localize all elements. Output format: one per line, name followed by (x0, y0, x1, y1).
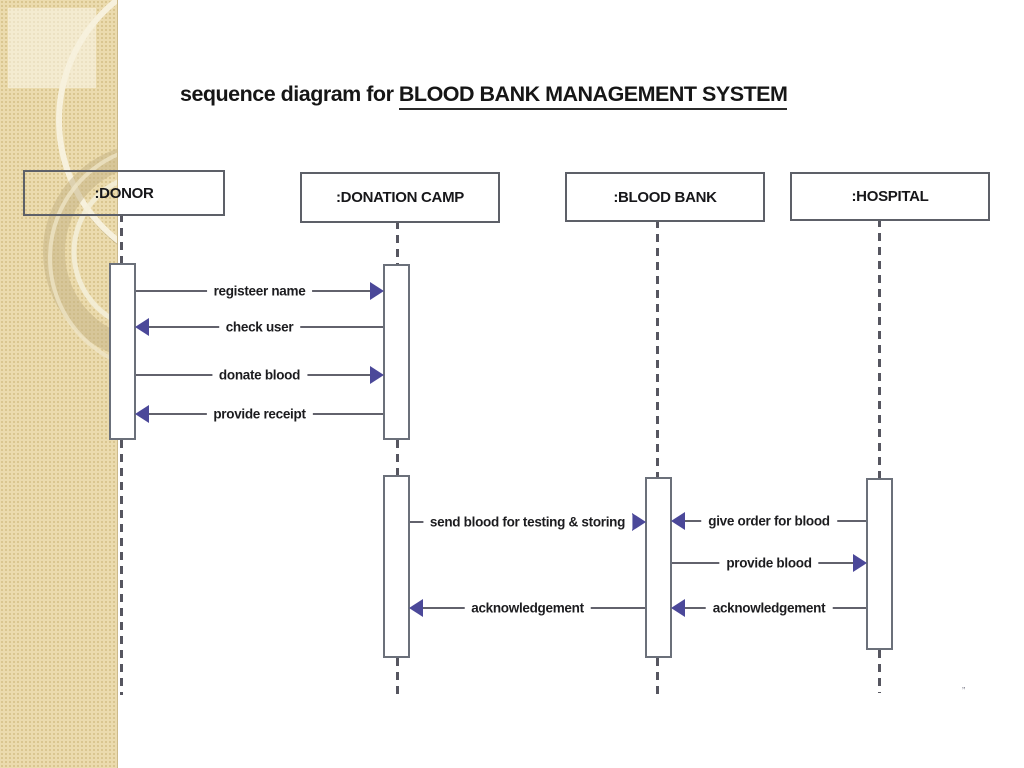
activation-donor (109, 263, 136, 440)
lifeline-hospital-lower (878, 650, 881, 693)
message-label: registeer name (206, 283, 313, 299)
arrowhead-left-icon (135, 405, 149, 423)
actor-box-blood-bank: :BLOOD BANK (565, 172, 765, 222)
arrowhead-right-icon (853, 554, 867, 572)
message-label: acknowledgement (705, 600, 833, 616)
activation-hospital (866, 478, 893, 650)
message-label: provide blood (719, 555, 819, 571)
activation-camp-1 (383, 264, 410, 440)
lifeline-donor-upper (120, 214, 123, 263)
lifeline-hospital-upper (878, 219, 881, 478)
slide-title-prefix: sequence diagram for (180, 82, 399, 106)
lifeline-bank-lower (656, 658, 659, 698)
arrowhead-left-icon (135, 318, 149, 336)
activation-bank (645, 477, 672, 658)
lifeline-camp-middle (396, 440, 399, 475)
lifeline-donor-lower (120, 440, 123, 695)
decorative-circles (43, 0, 117, 364)
message-label: give order for blood (701, 513, 837, 529)
arrowhead-left-icon (671, 512, 685, 530)
lifeline-camp-lower (396, 658, 399, 700)
sidebar-light-panel (8, 8, 96, 88)
actor-box-donation-camp: :DONATION CAMP (300, 172, 500, 223)
arrowhead-left-icon (671, 599, 685, 617)
message-label: acknowledgement (464, 600, 591, 616)
arrowhead-right-icon (370, 282, 384, 300)
slide-title: sequence diagram for BLOOD BANK MANAGEME… (180, 82, 788, 110)
actor-box-donor: :DONOR (23, 170, 225, 216)
activation-camp-2 (383, 475, 410, 658)
message-label: donate blood (211, 367, 308, 383)
message-label: check user (218, 319, 301, 335)
actor-box-hospital: :HOSPITAL (790, 172, 990, 221)
message-label: send blood for testing & storing (422, 514, 633, 530)
slide-title-emphasis: BLOOD BANK MANAGEMENT SYSTEM (398, 82, 788, 110)
arrowhead-right-icon (632, 513, 646, 531)
decorative-sidebar (0, 0, 118, 768)
lifeline-bank-upper (656, 220, 659, 477)
lifeline-camp-upper (396, 221, 399, 264)
scan-artifact-mark: ” (962, 686, 967, 697)
message-label: provide receipt (206, 406, 313, 422)
arrowhead-right-icon (370, 366, 384, 384)
arrowhead-left-icon (409, 599, 423, 617)
